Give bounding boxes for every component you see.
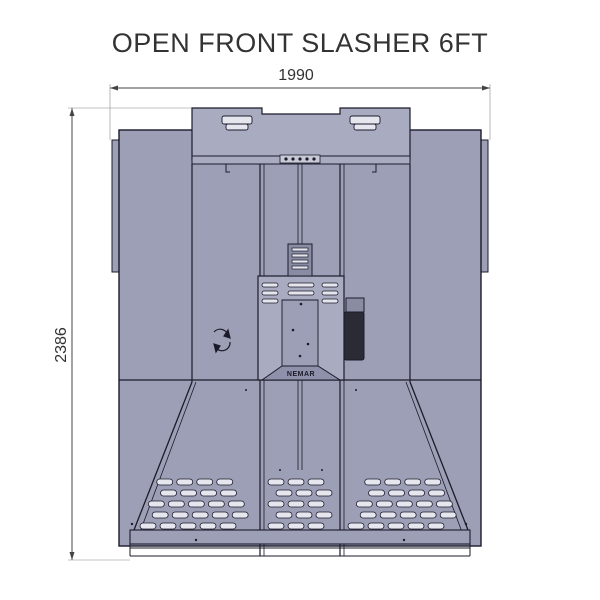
height-dimension-label: 2386 — [53, 327, 70, 363]
width-dimension-label: 1990 — [278, 67, 314, 84]
slasher-body: NEMAR — [111, 107, 489, 557]
mesh-grille — [139, 478, 457, 530]
rotation-direction-icon — [213, 328, 231, 354]
drawing-title: OPEN FRONT SLASHER 6FT — [111, 28, 489, 58]
height-dimension: 2386 — [53, 107, 192, 561]
brand-plate: NEMAR — [287, 371, 315, 378]
width-dimension: 1990 — [109, 67, 491, 140]
